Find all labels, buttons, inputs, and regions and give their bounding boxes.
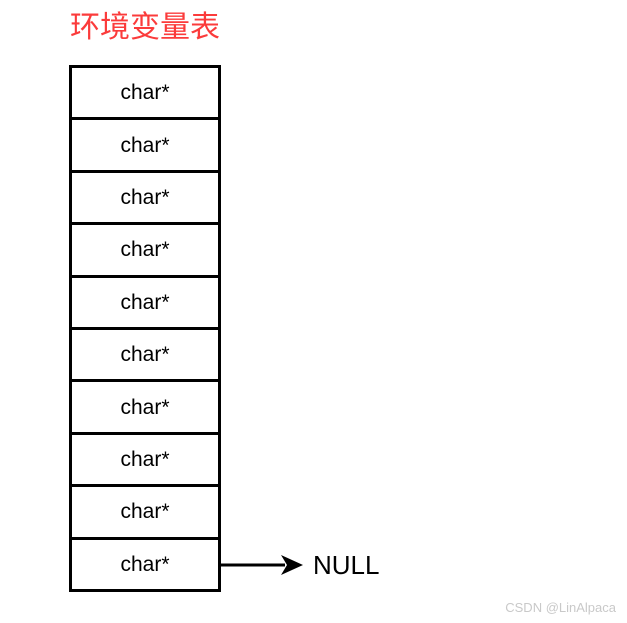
cell-label: char*: [120, 552, 170, 576]
table-row: char*: [72, 68, 218, 121]
table-row: char*: [72, 172, 218, 226]
table-row: char*: [72, 539, 218, 590]
cell-label: char*: [120, 238, 170, 262]
page-title: 环境变量表: [70, 10, 220, 45]
table-row: char*: [72, 382, 218, 435]
arrow-right-icon: [221, 555, 303, 575]
environment-variable-table: char* char* char* char* char* char* char…: [69, 65, 221, 592]
cell-label: char*: [120, 343, 170, 367]
table-row: char*: [72, 330, 218, 383]
cell-label: char*: [120, 133, 170, 157]
cell-label: char*: [120, 186, 170, 210]
table-row: char*: [72, 434, 218, 488]
cell-label: char*: [120, 500, 170, 524]
table-row: char*: [72, 277, 218, 331]
table-row: char*: [72, 487, 218, 540]
cell-label: char*: [120, 448, 170, 472]
watermark: CSDN @LinAlpaca: [505, 600, 616, 615]
cell-label: char*: [120, 395, 170, 419]
null-label: NULL: [313, 550, 380, 580]
cell-label: char*: [120, 290, 170, 314]
table-row: char*: [72, 225, 218, 278]
table-row: char*: [72, 120, 218, 173]
cell-label: char*: [120, 81, 170, 105]
